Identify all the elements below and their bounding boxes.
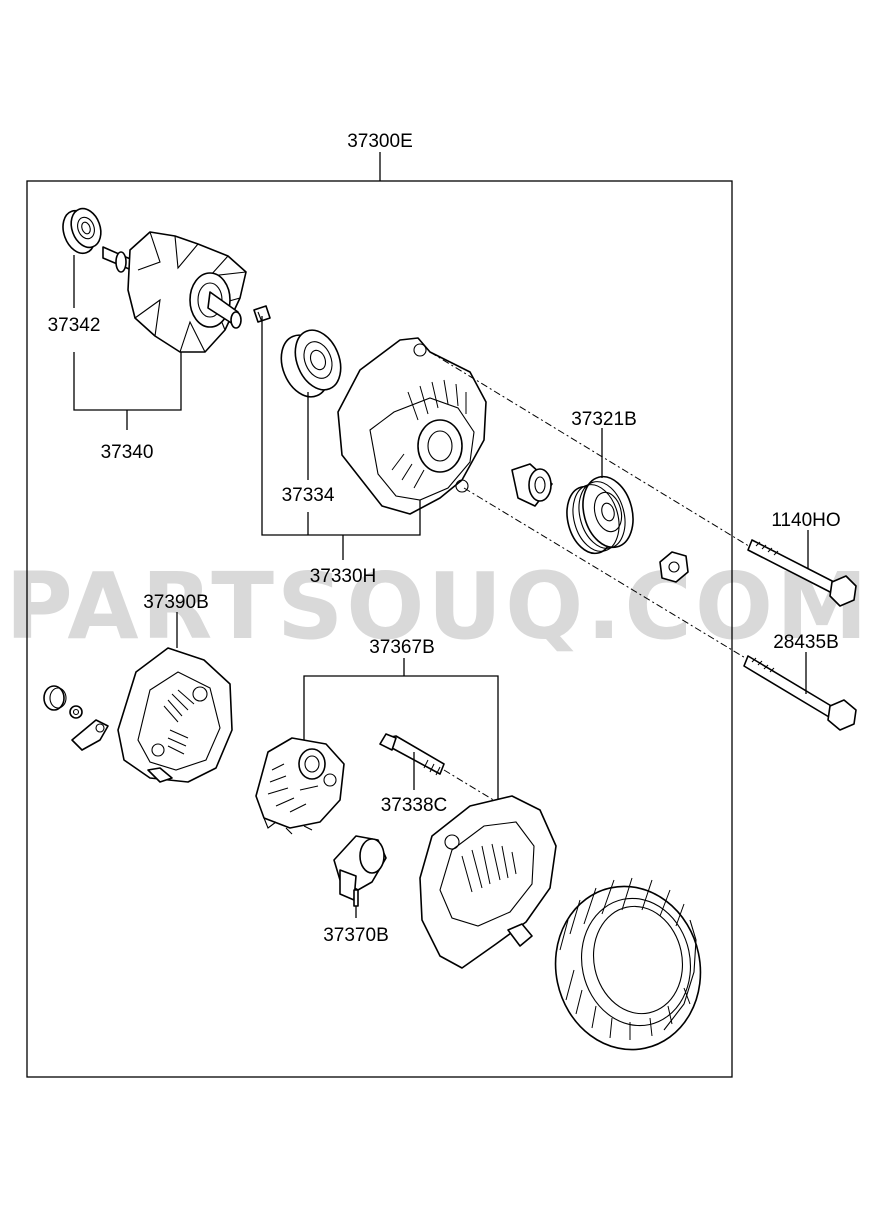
label-37340[interactable]: 37340	[101, 442, 154, 463]
terminal-stud-part[interactable]	[71, 719, 109, 751]
watermark-text: PARTSOUQ.COM	[5, 553, 870, 660]
front-bracket-part[interactable]	[337, 337, 487, 515]
rectifier-part[interactable]	[255, 737, 345, 835]
leader-37367b	[303, 675, 499, 800]
rear-cover-part[interactable]	[117, 647, 233, 783]
brush-holder-part[interactable]	[333, 835, 387, 907]
spacer-part[interactable]	[511, 463, 553, 507]
pulley-part[interactable]	[560, 471, 641, 559]
short-bolt-part[interactable]	[743, 655, 857, 731]
front-bearing-part[interactable]	[273, 323, 349, 404]
alignment-line-upper	[429, 351, 753, 549]
small-screw-part[interactable]	[253, 305, 271, 323]
label-37367b[interactable]: 37367B	[369, 637, 435, 658]
label-37300e[interactable]: 37300E	[347, 131, 413, 152]
terminal-cap-part[interactable]	[43, 685, 67, 711]
label-37321b[interactable]: 37321B	[571, 409, 637, 430]
label-37342[interactable]: 37342	[48, 315, 101, 336]
through-bolt-part[interactable]	[379, 733, 445, 776]
label-28435b[interactable]: 28435B	[773, 632, 839, 653]
rotor-part[interactable]	[102, 231, 247, 353]
alignment-line-lower	[463, 487, 753, 663]
leader-37330h	[261, 316, 421, 536]
stator-part[interactable]	[541, 873, 716, 1063]
long-bolt-part[interactable]	[747, 539, 857, 607]
label-37334[interactable]: 37334	[282, 485, 335, 506]
label-37390b[interactable]: 37390B	[143, 592, 209, 613]
label-1140ho[interactable]: 1140HO	[771, 510, 840, 531]
rear-housing-part[interactable]	[419, 795, 557, 969]
leader-37340	[73, 352, 182, 411]
terminal-nut-part[interactable]	[69, 705, 83, 719]
label-37338c[interactable]: 37338C	[381, 795, 448, 816]
rotor-bearing-part[interactable]	[57, 204, 106, 257]
alignment-line-through-bolt	[443, 769, 501, 805]
nut-part[interactable]	[659, 551, 689, 583]
label-37370b[interactable]: 37370B	[323, 925, 389, 946]
label-37330h[interactable]: 37330H	[310, 566, 377, 587]
